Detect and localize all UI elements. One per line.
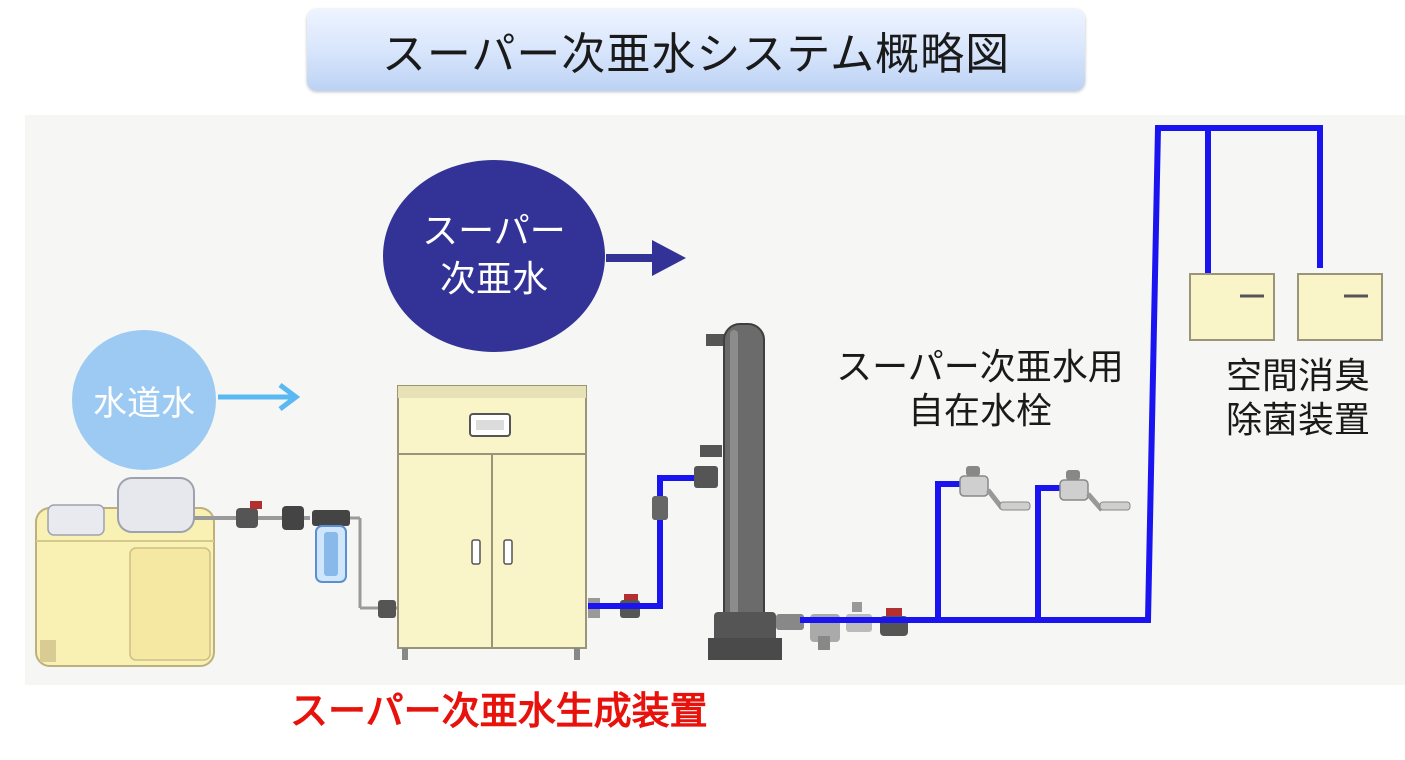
faucet-label-line2: 自在水栓 xyxy=(907,391,1052,432)
faucet-1 xyxy=(959,466,1031,511)
deodorizer-label-line1: 空間消臭 xyxy=(1225,356,1370,397)
pipe-faucet-1 xyxy=(935,481,962,620)
title-banner: スーパー次亜水システム概略図 xyxy=(307,9,1085,91)
generator-label: スーパー次亜水生成装置 xyxy=(290,689,708,733)
deodorizer-label-line2: 除菌装置 xyxy=(1225,400,1370,441)
deodorizer-unit-2 xyxy=(1297,273,1383,341)
tap-water-label: 水道水 xyxy=(93,383,195,424)
background-panel xyxy=(25,115,1405,685)
generator-unit xyxy=(397,385,587,660)
faucet-label-line1: スーパー次亜水用 xyxy=(836,347,1124,388)
tap-water-arrow xyxy=(218,383,301,411)
super-water-arrow xyxy=(606,240,686,276)
pipe-main-supply xyxy=(800,125,1323,623)
pipe-faucet-2 xyxy=(1035,485,1062,620)
tap-water-bubble: 水道水 xyxy=(72,330,216,470)
water-tank xyxy=(35,477,215,667)
page-title: スーパー次亜水システム概略図 xyxy=(381,29,1011,80)
storage-column xyxy=(700,323,782,660)
faucet-2 xyxy=(1059,470,1131,512)
deodorizer-unit-1 xyxy=(1189,273,1275,341)
super-water-label-line1: スーパー xyxy=(422,211,566,252)
water-filter xyxy=(312,510,398,618)
deodorizer-label: 空間消臭 除菌装置 xyxy=(1198,355,1398,443)
super-water-label-line2: 次亜水 xyxy=(439,259,548,300)
faucet-label: スーパー次亜水用 自在水栓 xyxy=(810,346,1150,434)
super-water-bubble: スーパー 次亜水 xyxy=(383,160,605,352)
pipe-generator-to-column xyxy=(588,475,718,609)
inlet-piping xyxy=(194,501,310,530)
column-inlet-fitting xyxy=(652,466,718,520)
